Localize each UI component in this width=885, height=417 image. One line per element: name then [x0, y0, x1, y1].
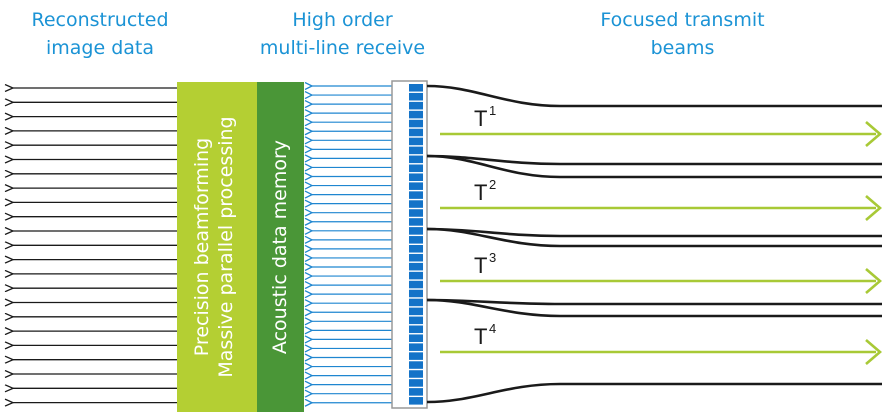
transducer-element — [409, 101, 423, 110]
transmit-arrowhead — [865, 339, 882, 365]
beam-upper-edge — [426, 154, 882, 179]
beam-label: T — [474, 180, 487, 205]
header-line: image data — [45, 37, 155, 59]
transducer-element — [409, 397, 423, 405]
transducer-element — [409, 110, 423, 119]
transducer-element — [409, 334, 423, 342]
multi-line-receive-arrows — [312, 86, 406, 403]
transducer-element — [409, 307, 423, 316]
transducer-element — [409, 343, 423, 351]
transducer-element — [409, 289, 423, 298]
transducer-element — [409, 191, 423, 199]
header-focused-transmit-beams: Focused transmit beams — [555, 6, 810, 62]
transducer-element — [409, 182, 423, 190]
transducer-element — [409, 200, 423, 208]
transducer-element — [409, 271, 423, 280]
processing-label-line1: Precision beamforming — [191, 138, 213, 356]
header-line: High order — [292, 9, 393, 31]
transducer-element — [409, 92, 423, 101]
transducer-element — [409, 370, 423, 378]
transducer-element — [409, 164, 423, 173]
beam-lower-edge — [426, 382, 882, 404]
transducer-element — [409, 316, 423, 325]
reconstructed-image-lines — [13, 88, 177, 403]
transducer-element — [409, 227, 423, 235]
beam-lower-edge — [426, 227, 882, 238]
transducer-element — [409, 146, 423, 155]
beam-label-superscript: 4 — [489, 321, 496, 336]
header-line: beams — [650, 37, 715, 59]
beam-upper-edge — [426, 84, 882, 108]
transducer-element — [409, 280, 423, 289]
beam-label-superscript: 1 — [489, 103, 496, 118]
transmit-arrowhead — [865, 268, 882, 294]
transmit-arrowhead — [865, 121, 882, 147]
transmit-arrowhead — [865, 195, 882, 221]
transducer-element — [409, 388, 423, 396]
beam-lower-edge — [426, 298, 882, 306]
processing-label-line2: Massive parallel processing — [215, 116, 237, 377]
acoustic-memory-block — [257, 82, 304, 412]
beam-upper-edge — [426, 227, 882, 248]
beam-label-superscript: 3 — [489, 250, 496, 265]
transducer-element — [409, 218, 423, 226]
transducer-element — [409, 155, 423, 164]
transducer-element — [409, 119, 423, 128]
header-reconstructed-image-data: Reconstructed image data — [0, 6, 200, 62]
beam-upper-edge — [426, 298, 882, 318]
transducer-element — [409, 361, 423, 369]
header-line: multi-line receive — [259, 37, 426, 59]
transducer-element — [409, 352, 423, 360]
transducer-element — [409, 262, 423, 271]
beam-label-superscript: 2 — [489, 177, 496, 192]
transducer-element — [409, 298, 423, 307]
transducer-element — [409, 173, 423, 181]
transducer-element — [409, 245, 423, 253]
transducer-element — [409, 325, 423, 334]
transducer-element — [409, 84, 423, 92]
transducer-elements — [409, 84, 423, 405]
transducer-element — [409, 236, 423, 244]
header-line: Focused transmit — [600, 9, 765, 31]
transducer-element — [409, 253, 423, 262]
transducer-element — [409, 209, 423, 217]
memory-label: Acoustic data memory — [269, 140, 291, 354]
beam-label: T — [474, 324, 487, 349]
beam-lower-edge — [426, 154, 882, 166]
processing-block — [177, 82, 257, 412]
transducer-element — [409, 379, 423, 387]
header-line: Reconstructed — [31, 9, 169, 31]
transducer-element — [409, 128, 423, 137]
beam-label: T — [474, 106, 487, 131]
header-multi-line-receive: High order multi-line receive — [240, 6, 445, 62]
transducer-element — [409, 137, 423, 146]
beam-label: T — [474, 253, 487, 278]
